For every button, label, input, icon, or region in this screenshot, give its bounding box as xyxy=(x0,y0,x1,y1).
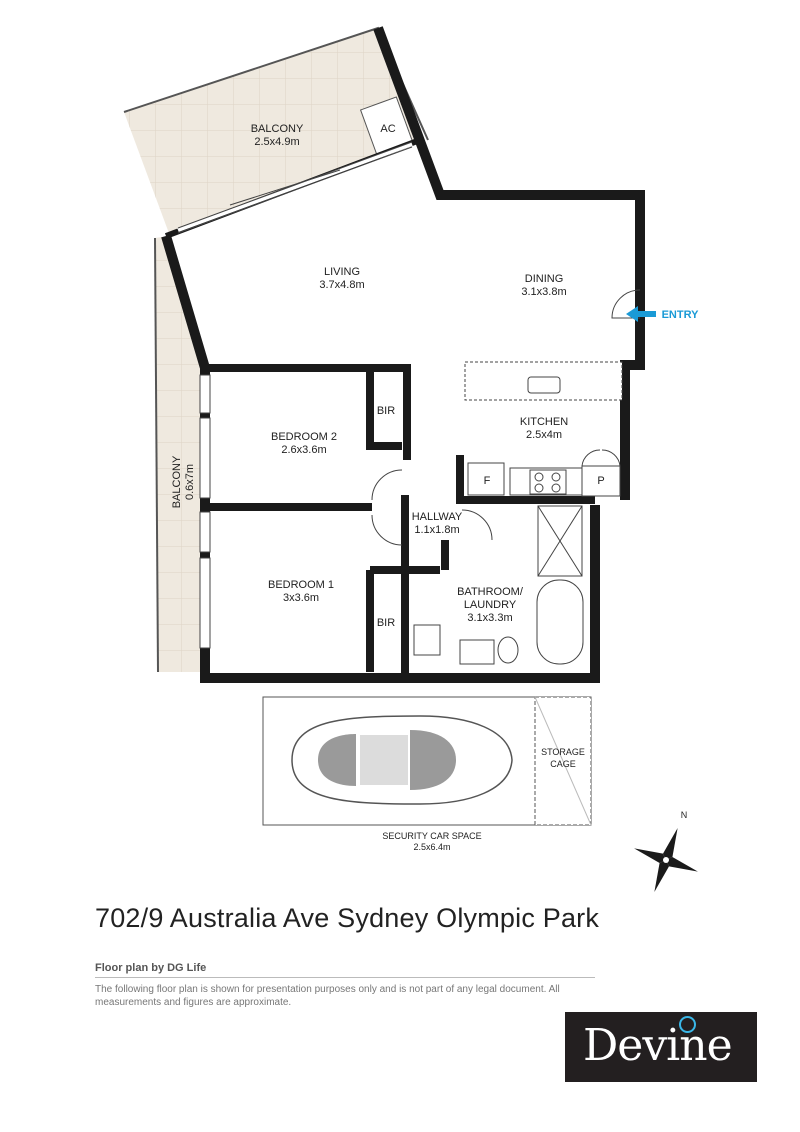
sink xyxy=(527,376,561,394)
doors xyxy=(371,289,641,546)
bedroom2-size: 2.6x3.6m xyxy=(281,444,326,456)
balcony-side-name: BALCONY xyxy=(171,455,183,508)
bir-bottom-label: BIR xyxy=(377,617,395,629)
pantry-label: P xyxy=(597,475,604,487)
toilet xyxy=(497,636,519,664)
bedroom1-size: 3x3.6m xyxy=(283,592,319,604)
compass-north: N xyxy=(681,810,688,820)
kitchen-fixtures xyxy=(464,361,623,497)
fridge xyxy=(467,462,505,496)
living-size: 3.7x4.8m xyxy=(319,279,364,291)
balcony-main-size: 2.5x4.9m xyxy=(254,136,299,148)
laundry-tub xyxy=(413,624,441,656)
bir-top-label: BIR xyxy=(377,405,395,417)
dining-name: DINING xyxy=(525,273,564,285)
bathtub xyxy=(536,579,584,665)
pantry xyxy=(581,465,621,497)
balcony-side xyxy=(154,236,202,673)
balcony-main xyxy=(123,26,429,236)
logo-dot-icon xyxy=(679,1016,696,1033)
hallway-name: HALLWAY xyxy=(412,511,463,523)
balcony-main-name: BALCONY xyxy=(251,123,304,135)
property-address: 702/9 Australia Ave Sydney Olympic Park xyxy=(95,903,600,933)
bedroom1-name: BEDROOM 1 xyxy=(268,579,334,591)
compass-icon xyxy=(634,828,698,892)
plan-credit: Floor plan by DG Life xyxy=(95,962,207,974)
living-name: LIVING xyxy=(324,266,360,278)
bathroom-fixtures xyxy=(413,505,584,665)
storage-line2: CAGE xyxy=(550,759,576,769)
balcony-side-size: 0.6x7m xyxy=(184,464,196,500)
bathroom-size: 3.1x3.3m xyxy=(467,612,512,624)
ac-label: AC xyxy=(380,123,395,135)
bathroom-name: BATHROOM/ xyxy=(457,586,524,598)
vanity xyxy=(459,639,495,665)
entry-arrow xyxy=(626,306,656,322)
divider xyxy=(95,977,595,978)
room-labels: BALCONY 2.5x4.9m AC LIVING 3.7x4.8m DINI… xyxy=(171,123,699,852)
disclaimer: The following floor plan is shown for pr… xyxy=(95,984,560,1008)
kitchen-size: 2.5x4m xyxy=(526,429,562,441)
entry-label: ENTRY xyxy=(662,309,700,321)
interior-walls xyxy=(205,364,595,678)
sliding-door xyxy=(177,141,413,234)
fridge-label: F xyxy=(484,475,491,487)
bedroom2-name: BEDROOM 2 xyxy=(271,431,337,443)
car-space-label: SECURITY CAR SPACE xyxy=(382,831,481,841)
hallway-size: 1.1x1.8m xyxy=(414,524,459,536)
storage-line1: STORAGE xyxy=(541,747,585,757)
car-space xyxy=(262,696,592,826)
bathroom-name2: LAUNDRY xyxy=(464,599,517,611)
logo-text: Devine xyxy=(583,1020,733,1071)
car-space-size: 2.5x6.4m xyxy=(413,842,450,852)
side-windows xyxy=(199,374,211,649)
devine-logo: Devine xyxy=(565,1012,757,1082)
dining-size: 3.1x3.8m xyxy=(521,286,566,298)
car-icon xyxy=(291,715,513,805)
floor-plan: BALCONY 2.5x4.9m AC LIVING 3.7x4.8m DINI… xyxy=(123,26,699,892)
kitchen-name: KITCHEN xyxy=(520,416,568,428)
